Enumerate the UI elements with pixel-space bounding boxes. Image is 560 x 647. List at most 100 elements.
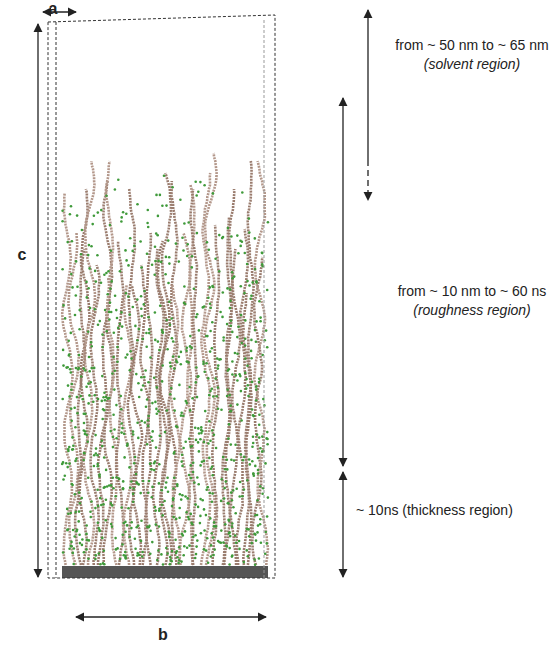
counter-ion [251, 542, 254, 545]
counter-ion [105, 499, 108, 502]
counter-ion [158, 507, 161, 510]
counter-ion [178, 559, 181, 562]
counter-ion [129, 237, 132, 240]
counter-ion [117, 327, 120, 330]
counter-ion [192, 471, 195, 474]
counter-ion [168, 301, 171, 304]
counter-ion [196, 313, 199, 316]
counter-ion [87, 476, 90, 479]
counter-ion [175, 425, 178, 428]
counter-ion [244, 357, 247, 360]
counter-ion [114, 369, 117, 372]
counter-ion [156, 412, 159, 415]
counter-ion [235, 488, 238, 491]
counter-ion [83, 452, 86, 455]
counter-ion [250, 339, 253, 342]
counter-ion [186, 347, 189, 350]
counter-ion [231, 360, 234, 363]
counter-ion [250, 350, 253, 353]
counter-ion [182, 447, 185, 450]
counter-ion [125, 259, 128, 262]
counter-ion [118, 477, 121, 480]
counter-ion [140, 540, 143, 543]
counter-ion [102, 396, 105, 399]
counter-ion [118, 478, 121, 481]
counter-ion [193, 481, 196, 484]
counter-ion [233, 459, 236, 462]
counter-ion [176, 483, 179, 486]
counter-ion [120, 422, 123, 425]
counter-ion [232, 489, 235, 492]
counter-ion [230, 320, 233, 323]
counter-ion [138, 554, 141, 557]
counter-ion [66, 241, 69, 244]
counter-ion [201, 499, 204, 502]
counter-ion [146, 443, 149, 446]
counter-ion [186, 546, 189, 549]
counter-ion [252, 473, 255, 476]
counter-ion [72, 448, 75, 451]
counter-ion [122, 211, 125, 214]
counter-ion [166, 319, 169, 322]
counter-ion [181, 465, 184, 468]
counter-ion [166, 409, 169, 412]
counter-ion [97, 211, 100, 214]
region-label: ~ 10ns (thickness region) [356, 502, 513, 519]
counter-ion [247, 528, 250, 531]
counter-ion [123, 554, 126, 557]
counter-ion [125, 292, 128, 295]
counter-ion [249, 297, 252, 300]
counter-ion [120, 311, 123, 314]
counter-ion [256, 499, 259, 502]
counter-ion [233, 275, 236, 278]
counter-ion [258, 381, 261, 384]
counter-ion [209, 390, 212, 393]
counter-ion [61, 210, 64, 213]
counter-ion [246, 365, 249, 368]
counter-ion [266, 289, 269, 292]
counter-ion [228, 547, 231, 550]
counter-ion [92, 401, 95, 404]
counter-ion [190, 464, 193, 467]
counter-ion [134, 538, 137, 541]
counter-ion [142, 338, 145, 341]
counter-ion [223, 487, 226, 490]
counter-ion [79, 502, 82, 505]
counter-ion [197, 427, 200, 430]
counter-ion [155, 194, 158, 197]
dimension-label: c [18, 246, 27, 263]
counter-ion [120, 395, 123, 398]
counter-ion [144, 421, 147, 424]
counter-ion [210, 532, 213, 535]
counter-ion [260, 542, 263, 545]
counter-ion [238, 540, 241, 543]
counter-ion [95, 280, 98, 283]
counter-ion [181, 237, 184, 240]
counter-ion [145, 332, 148, 335]
counter-ion [124, 551, 127, 554]
counter-ion [142, 384, 145, 387]
counter-ion [116, 317, 119, 320]
counter-ion [217, 407, 220, 410]
counter-ion [223, 497, 226, 500]
counter-ion [252, 435, 255, 438]
counter-ion [191, 397, 194, 400]
counter-ion [116, 547, 119, 550]
counter-ion [64, 317, 67, 320]
counter-ion [203, 460, 206, 463]
counter-ion [266, 515, 269, 518]
counter-ion [249, 463, 252, 466]
counter-ion [119, 270, 122, 273]
counter-ion [103, 456, 106, 459]
counter-ion [229, 410, 232, 413]
counter-ion [196, 376, 199, 379]
counter-ion [89, 381, 92, 384]
counter-ion [183, 302, 186, 305]
counter-ion [68, 395, 71, 398]
counter-ion [176, 426, 179, 429]
counter-ion [172, 487, 175, 490]
counter-ion [98, 552, 101, 555]
counter-ion [167, 491, 170, 494]
counter-ion [136, 339, 139, 342]
counter-ion [172, 340, 175, 343]
